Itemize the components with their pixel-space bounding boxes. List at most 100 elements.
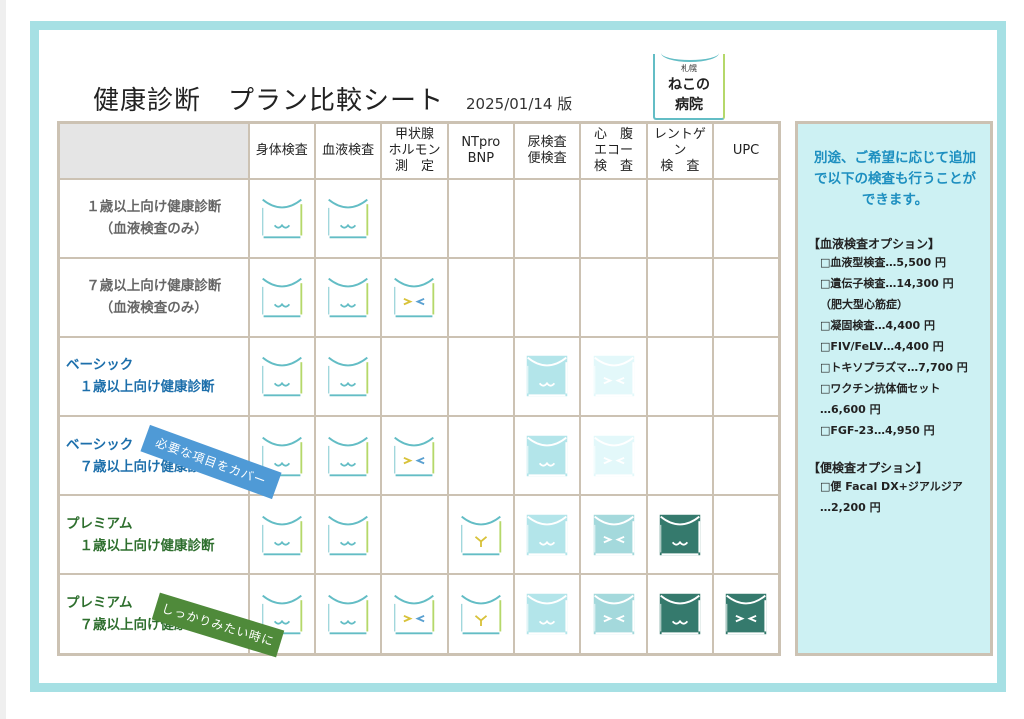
check-cat-icon xyxy=(394,278,435,318)
plan-cell xyxy=(380,573,449,656)
edition-date: 2025/01/14 版 xyxy=(466,95,573,113)
blood-options-title: 【血液検査オプション】 xyxy=(808,237,941,251)
plan-row: ベーシック ７歳以上向け健康診断 xyxy=(57,415,781,497)
plan-cell xyxy=(247,335,316,418)
plan-cell xyxy=(380,335,449,418)
plan-cell xyxy=(712,177,781,259)
check-cat-icon xyxy=(261,278,302,318)
plan-cell xyxy=(380,256,449,338)
plan-cell xyxy=(313,256,383,338)
plan-cell xyxy=(512,177,582,259)
corner-cell xyxy=(57,121,250,180)
plan-cell xyxy=(247,177,316,259)
check-cat-icon xyxy=(460,595,502,635)
col-echo: 心 腹 エコー 検 査 xyxy=(579,121,648,180)
check-cat-icon xyxy=(593,593,634,635)
plan-row: ベーシック １歳以上向け健康診断 xyxy=(57,335,781,418)
option-item: □FGF-23…4,950 円 xyxy=(820,424,935,437)
plan-cell xyxy=(645,415,715,497)
check-cat-icon xyxy=(593,356,634,397)
check-cat-icon xyxy=(328,595,369,635)
logo-name-line1: ねこの xyxy=(668,77,710,93)
col-ntprobnp: NTpro BNP xyxy=(446,121,515,180)
plan-row: プレミアム １歳以上向け健康診断 xyxy=(57,494,781,576)
plan-cell xyxy=(380,415,449,497)
check-cat-icon xyxy=(725,593,767,635)
check-cat-icon xyxy=(460,515,502,556)
check-cat-icon xyxy=(328,278,369,318)
stool-options-list: □便 Facal DX+ジアルジア …2,200 円 xyxy=(808,476,982,518)
check-cat-icon xyxy=(526,356,568,397)
logo-name-line2: 病院 xyxy=(675,97,703,113)
col-urine-stool: 尿検査 便検査 xyxy=(512,121,582,180)
check-cat-icon xyxy=(659,593,701,635)
plan-label: ベーシック １歳以上向け健康診断 xyxy=(57,335,250,418)
plan-cell xyxy=(313,335,383,418)
plan-cell xyxy=(446,335,515,418)
plan-cell xyxy=(380,177,449,259)
page: 健康診断 プラン比較シート 2025/01/14 版 札幌 ねこの 病院 身体検… xyxy=(6,0,1024,719)
check-cat-icon xyxy=(526,593,568,635)
plan-label: ７歳以上向け健康診断 （血液検査のみ） xyxy=(57,256,250,338)
check-cat-icon xyxy=(659,514,701,556)
plan-cell xyxy=(446,256,515,338)
plan-cell xyxy=(645,573,715,656)
option-item: □FIV/FeLV…4,400 円 xyxy=(820,340,944,353)
clinic-logo: 札幌 ねこの 病院 xyxy=(653,54,725,120)
plan-cell xyxy=(645,494,715,576)
comparison-table: 身体検査 血液検査 甲状腺 ホルモン 測 定 NTpro BNP 尿検査 便検査… xyxy=(57,121,781,656)
plan-row: １歳以上向け健康診断 （血液検査のみ） xyxy=(57,177,781,259)
plan-cell xyxy=(313,415,383,497)
plan-cell xyxy=(712,494,781,576)
plan-cell xyxy=(579,335,648,418)
option-item: □遺伝子検査…14,300 円 （肥大型心筋症） xyxy=(820,277,954,311)
check-cat-icon xyxy=(394,436,435,476)
col-xray: レントゲン 検 査 xyxy=(645,121,715,180)
option-item: □ワクチン抗体価セット …6,600 円 xyxy=(820,382,941,416)
plan-cell xyxy=(446,177,515,259)
check-cat-icon xyxy=(526,514,568,556)
col-thyroid: 甲状腺 ホルモン 測 定 xyxy=(380,121,449,180)
plan-row: ７歳以上向け健康診断 （血液検査のみ） xyxy=(57,256,781,338)
plan-cell xyxy=(446,573,515,656)
plan-cell xyxy=(313,573,383,656)
check-cat-icon xyxy=(593,514,634,556)
check-cat-icon xyxy=(328,515,369,556)
options-intro: 別途、ご希望に応じて追加で以下の検査も行うことができます。 xyxy=(814,150,976,208)
plan-cell xyxy=(380,494,449,576)
check-cat-icon xyxy=(328,436,369,476)
stool-options-title: 【便検査オプション】 xyxy=(808,461,929,475)
check-cat-icon xyxy=(261,198,302,239)
plan-cell xyxy=(712,256,781,338)
plan-cell xyxy=(579,415,648,497)
title-row: 健康診断 プラン比較シート 2025/01/14 版 xyxy=(93,80,572,120)
logo-arc xyxy=(661,44,719,62)
plan-cell xyxy=(645,177,715,259)
check-cat-icon xyxy=(394,595,435,635)
check-cat-icon xyxy=(261,515,302,556)
option-item: □便 Facal DX+ジアルジア …2,200 円 xyxy=(820,480,963,514)
check-cat-icon xyxy=(261,436,302,476)
plan-cell xyxy=(712,415,781,497)
plan-cell xyxy=(712,573,781,656)
logo-name: ねこの 病院 xyxy=(655,75,723,115)
plan-label: プレミアム １歳以上向け健康診断 xyxy=(57,494,250,576)
option-item: □トキソプラズマ…7,700 円 xyxy=(820,361,968,374)
col-physical: 身体検査 xyxy=(247,121,316,180)
plan-cell xyxy=(512,494,582,576)
plan-cell xyxy=(313,494,383,576)
logo-city: 札幌 xyxy=(681,64,697,73)
check-cat-icon xyxy=(328,198,369,239)
option-item: □血液型検査…5,500 円 xyxy=(820,256,947,269)
plan-cell xyxy=(512,256,582,338)
plan-cell xyxy=(579,494,648,576)
plan-cell xyxy=(645,256,715,338)
plan-cell xyxy=(247,256,316,338)
plan-cell xyxy=(247,494,316,576)
plan-cell xyxy=(645,335,715,418)
plan-cell xyxy=(579,177,648,259)
check-cat-icon xyxy=(526,435,568,476)
plan-cell xyxy=(512,335,582,418)
col-blood: 血液検査 xyxy=(313,121,383,180)
sheet-frame: 健康診断 プラン比較シート 2025/01/14 版 札幌 ねこの 病院 身体検… xyxy=(30,21,1006,692)
